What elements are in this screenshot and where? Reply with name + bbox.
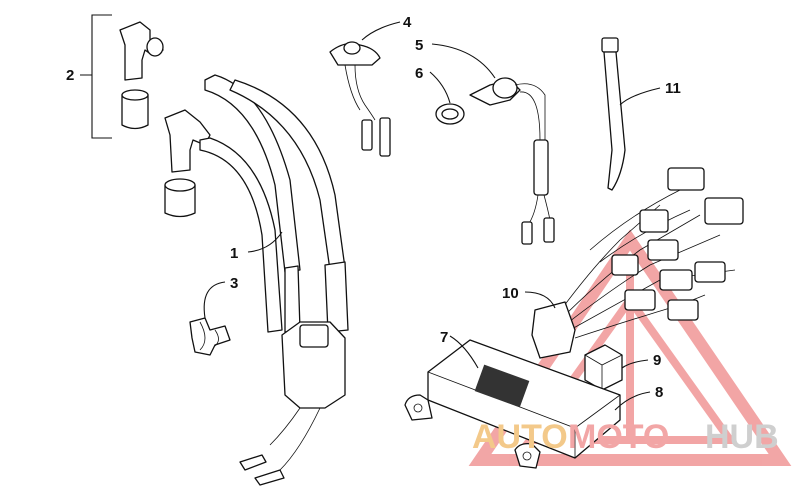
leader-11 xyxy=(619,87,661,106)
callout-8: 8 xyxy=(655,384,663,401)
sensor-switch xyxy=(469,77,555,245)
leader-8 xyxy=(614,391,651,411)
cable-tie xyxy=(601,37,626,191)
relay xyxy=(584,344,623,391)
cdi-module xyxy=(404,339,621,469)
leader-3 xyxy=(203,281,226,319)
ignition-coil xyxy=(199,74,349,486)
spark-plug-boot-upper xyxy=(119,21,164,130)
callout-4: 4 xyxy=(403,14,412,31)
o-ring xyxy=(435,103,465,125)
callout-6: 6 xyxy=(415,65,423,82)
watermark-hub: HUB xyxy=(705,418,779,456)
callout-7: 7 xyxy=(440,329,448,346)
callout-5: 5 xyxy=(415,37,423,54)
callout-9: 9 xyxy=(653,352,661,369)
callout-1: 1 xyxy=(230,245,238,262)
temperature-sensor xyxy=(329,41,391,157)
watermark-moto: MOTO xyxy=(568,418,669,456)
wire-clip xyxy=(189,317,231,356)
watermark-auto: AUTO xyxy=(472,418,568,456)
spark-plug-boot-lower xyxy=(164,109,211,218)
leader-9 xyxy=(621,359,649,369)
leader-4 xyxy=(361,21,401,41)
callout-11: 11 xyxy=(665,80,681,97)
watermark-text: AUTO MOTO HUB xyxy=(472,418,779,456)
bracket-2 xyxy=(80,14,112,139)
wiring-harness xyxy=(531,167,744,359)
leader-7 xyxy=(449,335,479,369)
callout-10: 10 xyxy=(502,285,519,302)
leader-5 xyxy=(431,43,496,79)
leader-10 xyxy=(524,291,556,309)
callout-2: 2 xyxy=(66,67,74,84)
callout-3: 3 xyxy=(230,275,238,292)
leader-6 xyxy=(429,71,451,104)
leader-1 xyxy=(247,231,283,253)
